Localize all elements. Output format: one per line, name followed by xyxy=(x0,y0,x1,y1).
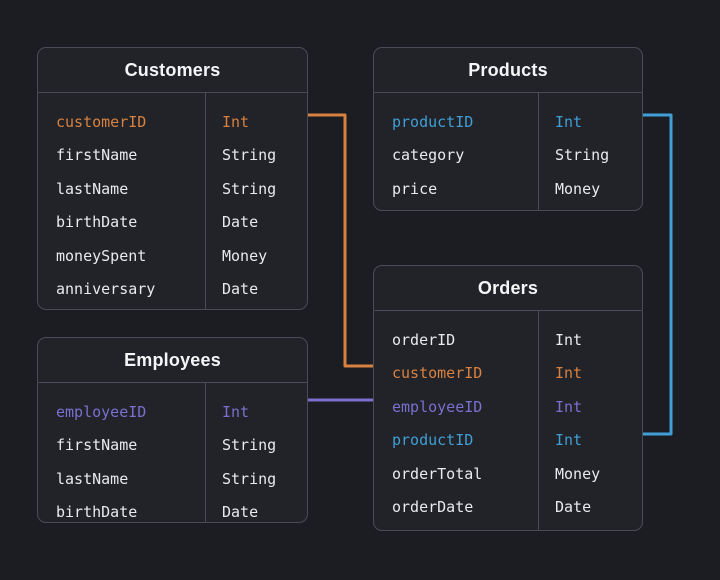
field-row[interactable]: customerID Int xyxy=(374,357,642,391)
field-row[interactable]: orderID Int xyxy=(374,323,642,357)
field-name: lastName xyxy=(56,469,129,488)
field-type: Date xyxy=(222,280,259,299)
field-name: anniversary xyxy=(56,280,156,299)
entity-body-employees: employeeID Int firstName String lastName… xyxy=(38,383,307,523)
field-type: String xyxy=(222,179,277,198)
field-name: orderTotal xyxy=(392,464,483,483)
field-name: productID xyxy=(392,431,474,450)
field-name: moneySpent xyxy=(56,246,147,265)
entity-body-orders: orderID Int customerID Int employeeID In… xyxy=(374,311,642,530)
field-row[interactable]: productID Int xyxy=(374,105,642,139)
field-row[interactable]: firstName String xyxy=(38,429,307,463)
field-name: category xyxy=(392,146,465,165)
relationship-products-orders xyxy=(641,113,673,436)
field-row[interactable]: firstName String xyxy=(38,139,307,173)
field-name: lastName xyxy=(56,179,129,198)
column-divider xyxy=(538,311,539,530)
field-type: Money xyxy=(555,179,601,198)
field-name: employeeID xyxy=(392,397,483,416)
field-name: birthDate xyxy=(56,213,138,232)
entity-orders[interactable]: Orders orderID Int customerID Int employ… xyxy=(373,265,643,531)
field-type: String xyxy=(222,436,277,455)
field-type: Date xyxy=(222,213,259,232)
entity-employees[interactable]: Employees employeeID Int firstName Strin… xyxy=(37,337,308,523)
relationship-customers-orders xyxy=(306,113,375,368)
entity-customers[interactable]: Customers customerID Int firstName Strin… xyxy=(37,47,308,310)
column-divider xyxy=(538,93,539,210)
field-row[interactable]: orderTotal Money xyxy=(374,457,642,491)
field-name: customerID xyxy=(392,364,483,383)
field-type: Int xyxy=(555,364,583,383)
field-row[interactable]: employeeID Int xyxy=(374,390,642,424)
field-type: Money xyxy=(555,464,601,483)
field-type: String xyxy=(555,146,610,165)
field-row[interactable]: category String xyxy=(374,139,642,173)
field-type: Int xyxy=(222,112,250,131)
field-name: customerID xyxy=(56,112,147,131)
field-row[interactable]: productID Int xyxy=(374,424,642,458)
field-name: firstName xyxy=(56,436,138,455)
field-type: Int xyxy=(555,330,583,349)
field-row[interactable]: employeeID Int xyxy=(38,395,307,429)
field-name: firstName xyxy=(56,146,138,165)
field-row[interactable]: lastName String xyxy=(38,462,307,496)
field-type: Money xyxy=(222,246,268,265)
field-name: birthDate xyxy=(56,503,138,522)
field-type: Int xyxy=(555,397,583,416)
field-row[interactable]: birthDate Date xyxy=(38,206,307,240)
field-row[interactable]: customerID Int xyxy=(38,105,307,139)
field-row[interactable]: price Money xyxy=(374,172,642,206)
field-type: Date xyxy=(222,503,259,522)
entity-products[interactable]: Products productID Int category String p… xyxy=(373,47,643,211)
field-name: orderDate xyxy=(392,498,474,517)
field-type: Date xyxy=(555,498,592,517)
entity-title-orders: Orders xyxy=(374,266,642,311)
column-divider xyxy=(205,93,206,309)
entity-title-products: Products xyxy=(374,48,642,93)
entity-title-employees: Employees xyxy=(38,338,307,383)
entity-body-customers: customerID Int firstName String lastName… xyxy=(38,93,307,309)
field-name: productID xyxy=(392,112,474,131)
entity-body-products: productID Int category String price Mone… xyxy=(374,93,642,210)
entity-title-customers: Customers xyxy=(38,48,307,93)
field-row[interactable]: anniversary Date xyxy=(38,273,307,307)
field-row[interactable]: orderDate Date xyxy=(374,491,642,525)
field-name: orderID xyxy=(392,330,456,349)
field-type: String xyxy=(222,469,277,488)
column-divider xyxy=(205,383,206,522)
field-row[interactable]: lastName String xyxy=(38,172,307,206)
field-name: price xyxy=(392,179,438,198)
field-row[interactable]: moneySpent Money xyxy=(38,239,307,273)
field-type: Int xyxy=(222,402,250,421)
field-type: Int xyxy=(555,112,583,131)
field-type: String xyxy=(222,146,277,165)
field-name: employeeID xyxy=(56,402,147,421)
field-row[interactable]: birthDate Date xyxy=(38,496,307,523)
field-type: Int xyxy=(555,431,583,450)
